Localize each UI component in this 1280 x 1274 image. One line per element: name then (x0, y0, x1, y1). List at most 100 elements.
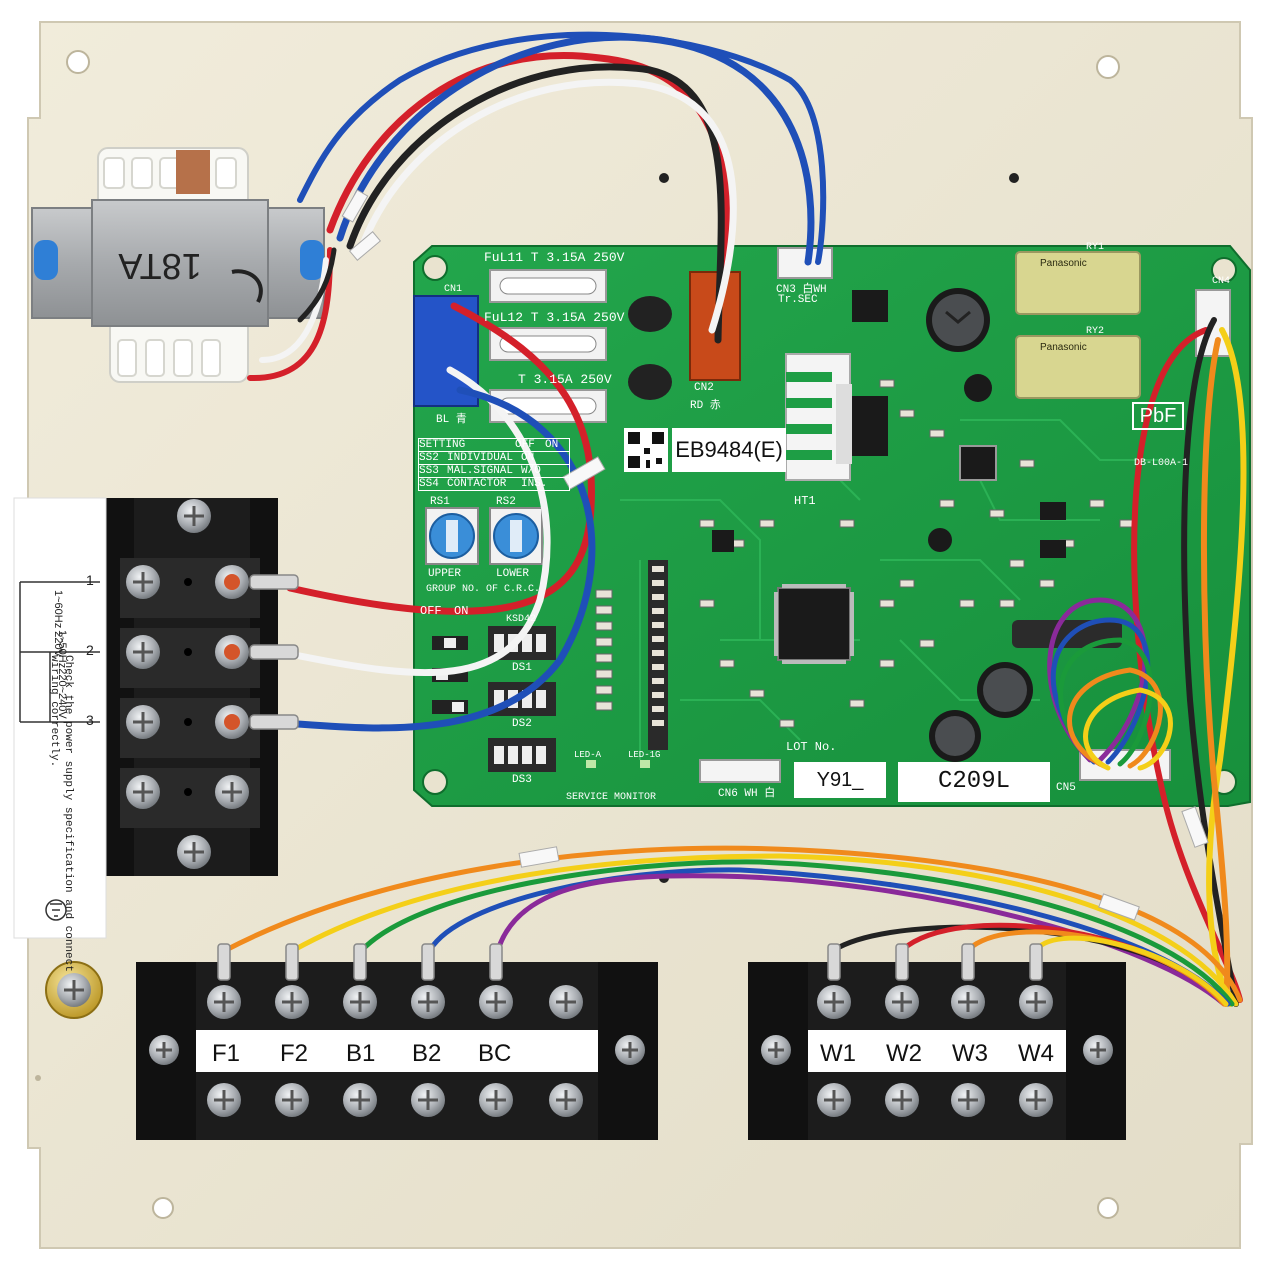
connector-cn6 (699, 759, 781, 783)
settings-row-value: ON (521, 452, 535, 464)
settings-table-header: SETTING OFF ON (419, 439, 569, 452)
screw-icon (126, 565, 160, 599)
mount-hole-icon (66, 50, 90, 74)
screw-icon (207, 985, 241, 1019)
cn5-label: CN5 (1056, 782, 1076, 794)
relay-1-brand: Panasonic (1040, 258, 1087, 269)
led-1g-icon (640, 760, 650, 768)
screw-icon (215, 565, 249, 599)
lot-no-label: LOT No. (786, 740, 837, 754)
screw-icon (885, 985, 919, 1019)
screw-icon (343, 1083, 377, 1117)
settings-table: SETTING OFF ON SS2 INDIVIDUAL ON SS3 MAL… (418, 438, 570, 491)
mount-hole-icon (1097, 1197, 1119, 1219)
settings-row-id: SS3 (419, 465, 439, 477)
power-terminal-number-1: 1 (86, 572, 94, 588)
ground-symbol-icon (45, 899, 67, 921)
rs1-label: RS1 (430, 496, 450, 508)
cn1-label: CN1 (444, 284, 463, 295)
ry2-label: RY2 (1086, 326, 1105, 337)
cn2-label: CN2 (694, 382, 714, 394)
screw-icon (215, 635, 249, 669)
screw-icon (149, 1035, 179, 1065)
screw-icon (479, 985, 513, 1019)
slide-switch-ss2[interactable] (432, 636, 468, 650)
qr-code-icon (624, 428, 668, 472)
rotary-switch-rs2[interactable] (489, 507, 543, 565)
screw-icon (177, 835, 211, 869)
screw-icon (215, 775, 249, 809)
power-spec-sticker (13, 497, 107, 939)
power-wiring-note: Check the power supply specification and… (48, 655, 74, 972)
ds2-label: DS2 (512, 718, 532, 730)
rs2-label: RS2 (496, 496, 516, 508)
screw-icon (215, 705, 249, 739)
screw-icon (817, 1083, 851, 1117)
led-a-icon (586, 760, 596, 768)
terminal-label-b1: B1 (346, 1040, 376, 1067)
fuse-2 (489, 327, 607, 361)
screw-icon (817, 985, 851, 1019)
upper-label: UPPER (428, 568, 462, 580)
main-ic (774, 584, 854, 664)
screw-icon (411, 1083, 445, 1117)
lower-label: LOWER (496, 568, 530, 580)
settings-header-on: ON (545, 439, 559, 451)
screw-icon (1083, 1035, 1113, 1065)
cn3-sub-label: Tr.SEC (778, 294, 818, 306)
cn4-label: CN4 (1212, 276, 1231, 287)
settings-header-setting: SETTING (419, 439, 466, 451)
relay-2-brand: Panasonic (1040, 342, 1087, 353)
fuse-1-label: FuL11 T 3.15A 250V (484, 250, 625, 265)
screw-icon (177, 499, 211, 533)
pbf-mark: PbF (1132, 402, 1184, 430)
led-a-label: LED-A (574, 750, 602, 760)
service-monitor-label: SERVICE MONITOR (566, 792, 657, 803)
cn2-color-label: RD 赤 (690, 400, 721, 412)
slide-switch-ss4[interactable] (432, 700, 468, 714)
screw-icon (549, 985, 583, 1019)
screw-icon (761, 1035, 791, 1065)
fuse-2-label: FuL12 T 3.15A 250V (484, 310, 625, 325)
settings-row: SS4 CONTACTOR INS. (419, 478, 569, 490)
board-id-label: DB-L00A-1 (1134, 458, 1189, 469)
ds3-label: DS3 (512, 774, 532, 786)
settings-row-name: CONTACTOR (447, 478, 507, 490)
ksd-label: KSD42 (506, 614, 537, 625)
capacitor-icon (977, 662, 1033, 718)
settings-row-value: W/O (521, 465, 541, 477)
model-label: EB9484(E) (672, 428, 786, 472)
settings-header-off: OFF (515, 439, 535, 451)
rotary-switch-rs1[interactable] (425, 507, 479, 565)
screw-icon (343, 985, 377, 1019)
terminal-label-w1: W1 (820, 1040, 856, 1067)
screw-icon (615, 1035, 645, 1065)
screw-icon (275, 1083, 309, 1117)
terminal-label-bc: BC (478, 1040, 512, 1067)
screw-icon (207, 1083, 241, 1117)
screw-icon (411, 985, 445, 1019)
terminal-label-f2: F2 (280, 1040, 309, 1067)
cn6-label: CN6 WH 白 (718, 788, 776, 800)
cn1-color-label: BL 青 (436, 414, 467, 426)
power-terminal-number-2: 2 (86, 642, 94, 658)
terminal-label-w4: W4 (1018, 1040, 1054, 1067)
settings-row-id: SS2 (419, 452, 439, 464)
lot-code-2: C209L (898, 762, 1050, 802)
terminal-block-left (136, 962, 658, 1140)
screw-icon (275, 985, 309, 1019)
dip-switch-ds3[interactable] (488, 738, 556, 772)
mount-hole-icon (152, 1197, 174, 1219)
group-label: GROUP NO. OF C.R.C. (426, 584, 541, 595)
screw-icon (1019, 985, 1053, 1019)
settings-row-value: INS. (521, 478, 548, 490)
cn3-label: CN3 白WH (776, 284, 827, 296)
off-label: OFF (420, 604, 442, 618)
relay-ry2 (1015, 335, 1141, 399)
ry1-label: RY1 (1086, 242, 1105, 253)
transformer (31, 147, 325, 383)
fuse-3-label: T 3.15A 250V (518, 372, 612, 387)
wiring-harness (217, 31, 1247, 1007)
screw-icon (951, 985, 985, 1019)
